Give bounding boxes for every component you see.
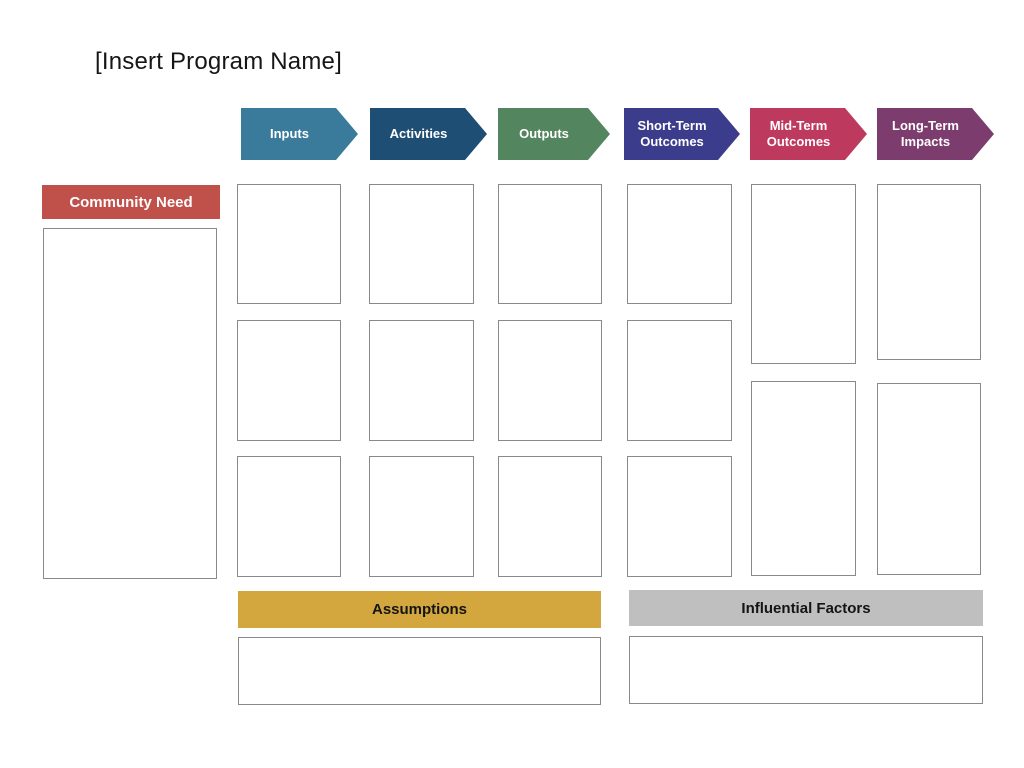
activities-box-2[interactable] — [369, 320, 474, 441]
flow-header-short-term-outcomes: Short-Term Outcomes — [624, 108, 740, 160]
flow-header-mid-term-outcomes: Mid-Term Outcomes — [750, 108, 867, 160]
flow-header-activities-label: Activities — [389, 125, 448, 141]
flow-header-long-term-label: Long-Term — [892, 117, 959, 133]
mid-term-outcomes-box-2[interactable] — [751, 381, 856, 576]
flow-header-inputs-label: Inputs — [270, 125, 309, 141]
long-term-impacts-box-1[interactable] — [877, 184, 981, 360]
flow-header-outputs-label: Outputs — [519, 125, 569, 141]
flow-header-short-term-label: Short-Term — [637, 117, 707, 133]
assumptions-box[interactable] — [238, 637, 601, 705]
flow-header-long-term-impacts: Long-Term Impacts — [877, 108, 994, 160]
outputs-box-1[interactable] — [498, 184, 602, 304]
community-need-box[interactable] — [43, 228, 217, 579]
inputs-box-3[interactable] — [237, 456, 341, 577]
community-need-label: Community Need — [69, 193, 193, 211]
flow-header-short-term-label-line2: Outcomes — [640, 134, 704, 149]
flow-header-long-term-label-line2: Impacts — [900, 134, 951, 149]
activities-box-1[interactable] — [369, 184, 474, 304]
influential-factors-label: Influential Factors — [741, 599, 871, 617]
flow-header-activities: Activities — [370, 108, 487, 160]
influential-factors-box[interactable] — [629, 636, 983, 704]
inputs-box-2[interactable] — [237, 320, 341, 441]
flow-header-inputs: Inputs — [241, 108, 358, 160]
outputs-box-3[interactable] — [498, 456, 602, 577]
short-term-outcomes-box-3[interactable] — [627, 456, 732, 577]
assumptions-header: Assumptions — [238, 591, 601, 628]
inputs-box-1[interactable] — [237, 184, 341, 304]
outputs-box-2[interactable] — [498, 320, 602, 441]
community-need-header: Community Need — [42, 185, 220, 219]
assumptions-label: Assumptions — [371, 601, 467, 618]
long-term-impacts-box-2[interactable] — [877, 383, 981, 575]
influential-factors-header: Influential Factors — [629, 590, 983, 626]
activities-box-3[interactable] — [369, 456, 474, 577]
mid-term-outcomes-box-1[interactable] — [751, 184, 856, 364]
flow-header-mid-term-label: Mid-Term — [769, 117, 828, 133]
program-name-title[interactable]: [Insert Program Name] — [95, 48, 342, 75]
short-term-outcomes-box-2[interactable] — [627, 320, 732, 441]
flow-header-outputs: Outputs — [498, 108, 610, 160]
flow-header-mid-term-label-line2: Outcomes — [766, 134, 831, 149]
short-term-outcomes-box-1[interactable] — [627, 184, 732, 304]
